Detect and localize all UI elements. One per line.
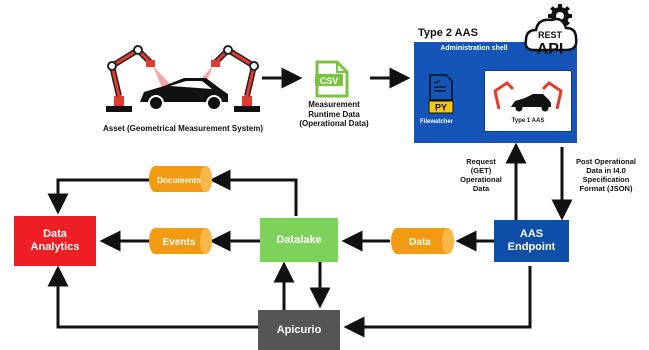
data-label: Data [409,237,431,248]
filewatcher-label: Filewatcher [420,119,454,125]
api-text: API [537,41,564,58]
csv-caption: Measurement Runtime Data (Operational Da… [292,100,376,129]
aas-title: Type 2 AAS [418,27,478,39]
rest-text: REST [538,30,563,40]
asset-illustration [106,45,260,112]
type1-aas-panel: Type 1 AAS [484,70,572,132]
arrow-apicurio-to-analytics [47,265,258,329]
aas-endpoint-node: AAS Endpoint [494,220,569,262]
request-line1: Request [466,157,496,166]
request-line3: Operational [460,175,502,184]
request-label: Request (GET) Operational Data [450,157,512,193]
csv-caption-line2: Runtime Data [308,109,360,119]
csv-file-icon: CSV [315,60,349,98]
request-line2: (GET) [470,166,492,175]
aas-endpoint-line2: Endpoint [507,241,556,253]
data-analytics-node: Data Analytics [14,216,96,266]
datalake-node: Datalake [260,218,338,262]
arrow-documents-to-analytics [47,178,150,215]
type1-asset-icon [493,81,563,112]
py-badge: PY [435,103,447,113]
post-line2: Data in I4.0 [586,166,626,175]
events-label: Events [163,237,196,248]
post-label: Post Operational Data in I4.0 Specificat… [566,157,646,193]
left-robot-icon [106,45,170,112]
type1-label: Type 1 AAS [511,118,545,124]
right-robot-icon [196,45,260,112]
data-analytics-line1: Data [43,228,67,241]
aas-shell: Administration shell PY Filewatcher Type… [414,42,577,143]
aas-endpoint-line1: AAS [519,228,544,241]
cloud-icon [524,17,578,52]
apicurio-node: Apicurio [258,310,340,350]
events-cylinder: Events [149,228,212,254]
arrow-endpoint-to-apicurio [343,266,532,338]
documents-cylinder: Documents [149,166,212,192]
asset-label: Asset (Geometrical Measurement System) [102,124,264,133]
arrow-datalake-to-documents [209,169,298,216]
shell-label: Administration shell [440,45,508,52]
documents-label: Documents [157,176,201,185]
rest-api-icon: REST API [524,4,578,58]
post-line1: Post Operational [575,157,636,166]
post-line4: Format (JSON) [579,184,633,193]
request-line4: Data [472,184,490,193]
data-cylinder: Data [391,228,454,254]
csv-caption-line3: (Operational Data) [299,119,369,129]
filewatcher-icon: PY [428,74,454,114]
car-icon [140,78,228,111]
csv-badge: CSV [320,76,339,86]
post-line3: Specification [582,175,630,184]
csv-caption-line1: Measurement [308,100,360,109]
data-analytics-line2: Analytics [30,241,80,253]
